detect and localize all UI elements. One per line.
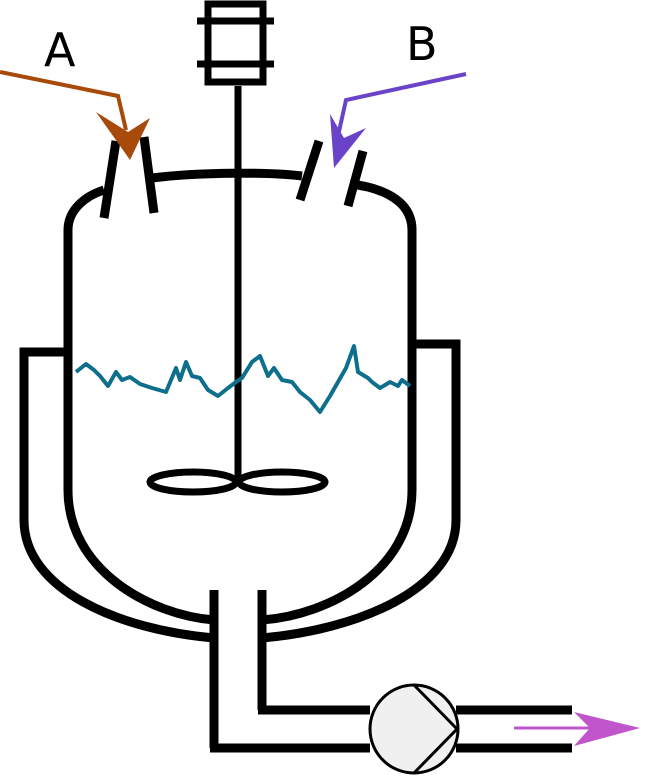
nozzle-a — [99, 136, 159, 219]
inlet-a-arrow — [0, 70, 150, 160]
impeller — [146, 468, 329, 496]
nozzle-b — [295, 139, 368, 208]
liquid-surface — [74, 344, 412, 414]
inlet-a-label: A — [44, 23, 76, 77]
inlet-b-label: B — [406, 17, 438, 71]
jacket — [19, 339, 461, 643]
inlet-b-arrow — [330, 72, 467, 168]
pump — [368, 683, 460, 775]
outlet-pipe — [209, 590, 572, 753]
outlet-flow-arrow — [514, 712, 640, 746]
vessel-wall — [63, 168, 417, 625]
motor-drive — [197, 0, 274, 86]
